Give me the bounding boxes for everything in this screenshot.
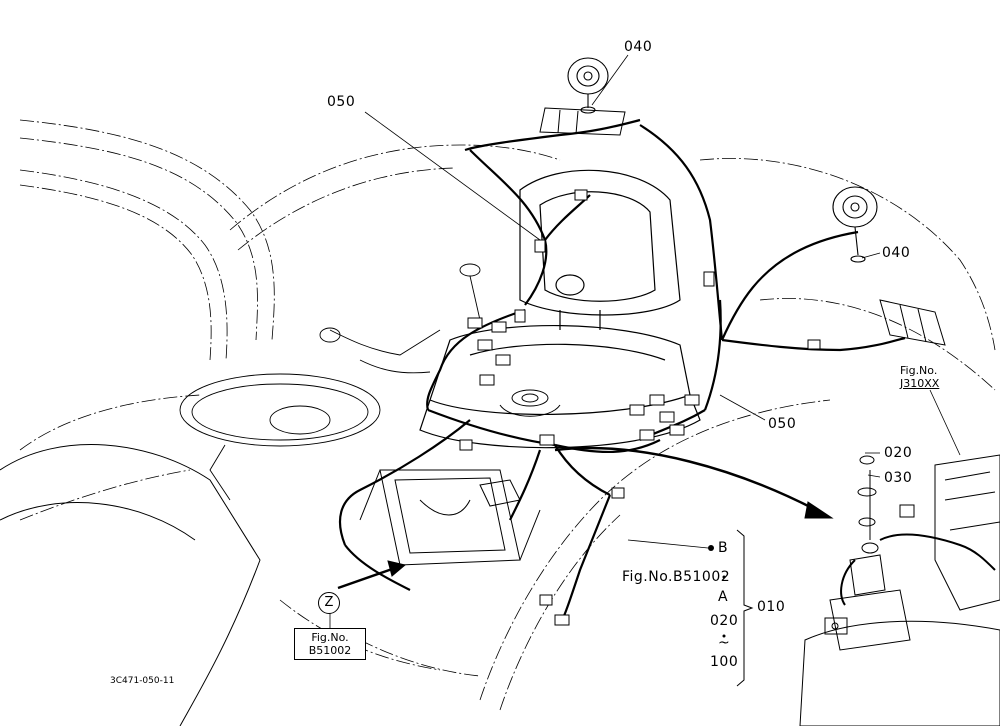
valve-wire <box>840 533 996 606</box>
rear-lamp-left <box>539 107 626 136</box>
under-seat-assembly <box>359 469 541 566</box>
seat-switch <box>499 389 561 417</box>
detail-arrow <box>554 446 821 514</box>
zone-z-circle: Z <box>318 592 340 614</box>
range-bracket <box>736 529 754 687</box>
connectors <box>459 189 915 626</box>
callout-050-right: 050 <box>768 416 797 432</box>
hydraulic-valve-assembly <box>799 454 1000 726</box>
ref-j310-line1: Fig.No. <box>900 364 938 377</box>
ref-b51002-line2: B51002 <box>308 644 352 657</box>
rops-frame <box>19 119 275 361</box>
bracket-dots <box>708 545 726 638</box>
wire-harness <box>338 118 906 626</box>
bracket-fig: Fig.No.B51002 <box>622 569 731 585</box>
zone-z-arrow <box>337 566 396 590</box>
callout-050-top: 050 <box>327 94 356 110</box>
callout-040-top: 040 <box>624 39 653 55</box>
callout-030: 030 <box>884 470 913 486</box>
callout-020: 020 <box>884 445 913 461</box>
seat <box>419 169 701 449</box>
work-light-right <box>832 186 878 263</box>
ref-b51002-line1: Fig.No. <box>311 631 349 644</box>
bracket-b: B <box>718 540 729 556</box>
rear-lamp-right <box>879 299 946 346</box>
leader-lines <box>329 54 961 628</box>
zone-z-arrow-head <box>387 560 407 577</box>
bracket-to: 100 <box>710 654 739 670</box>
hood <box>0 444 261 726</box>
ref-j310-line2: J310XX <box>900 377 940 390</box>
control-levers <box>319 263 481 374</box>
ref-b51002-box: Fig.No. B51002 <box>294 628 366 660</box>
detail-arrow-head <box>804 501 834 519</box>
work-light-left <box>567 57 609 114</box>
fender-outline <box>19 144 996 711</box>
bracket-a: A <box>718 589 729 605</box>
drawing-code: 3C471-050-11 <box>110 676 175 686</box>
bracket-from: 020 <box>710 613 739 629</box>
steering-wheel <box>179 373 381 501</box>
callout-010: 010 <box>757 599 786 615</box>
bracket-tilde: ~ <box>718 635 731 651</box>
callout-040-right: 040 <box>882 245 911 261</box>
